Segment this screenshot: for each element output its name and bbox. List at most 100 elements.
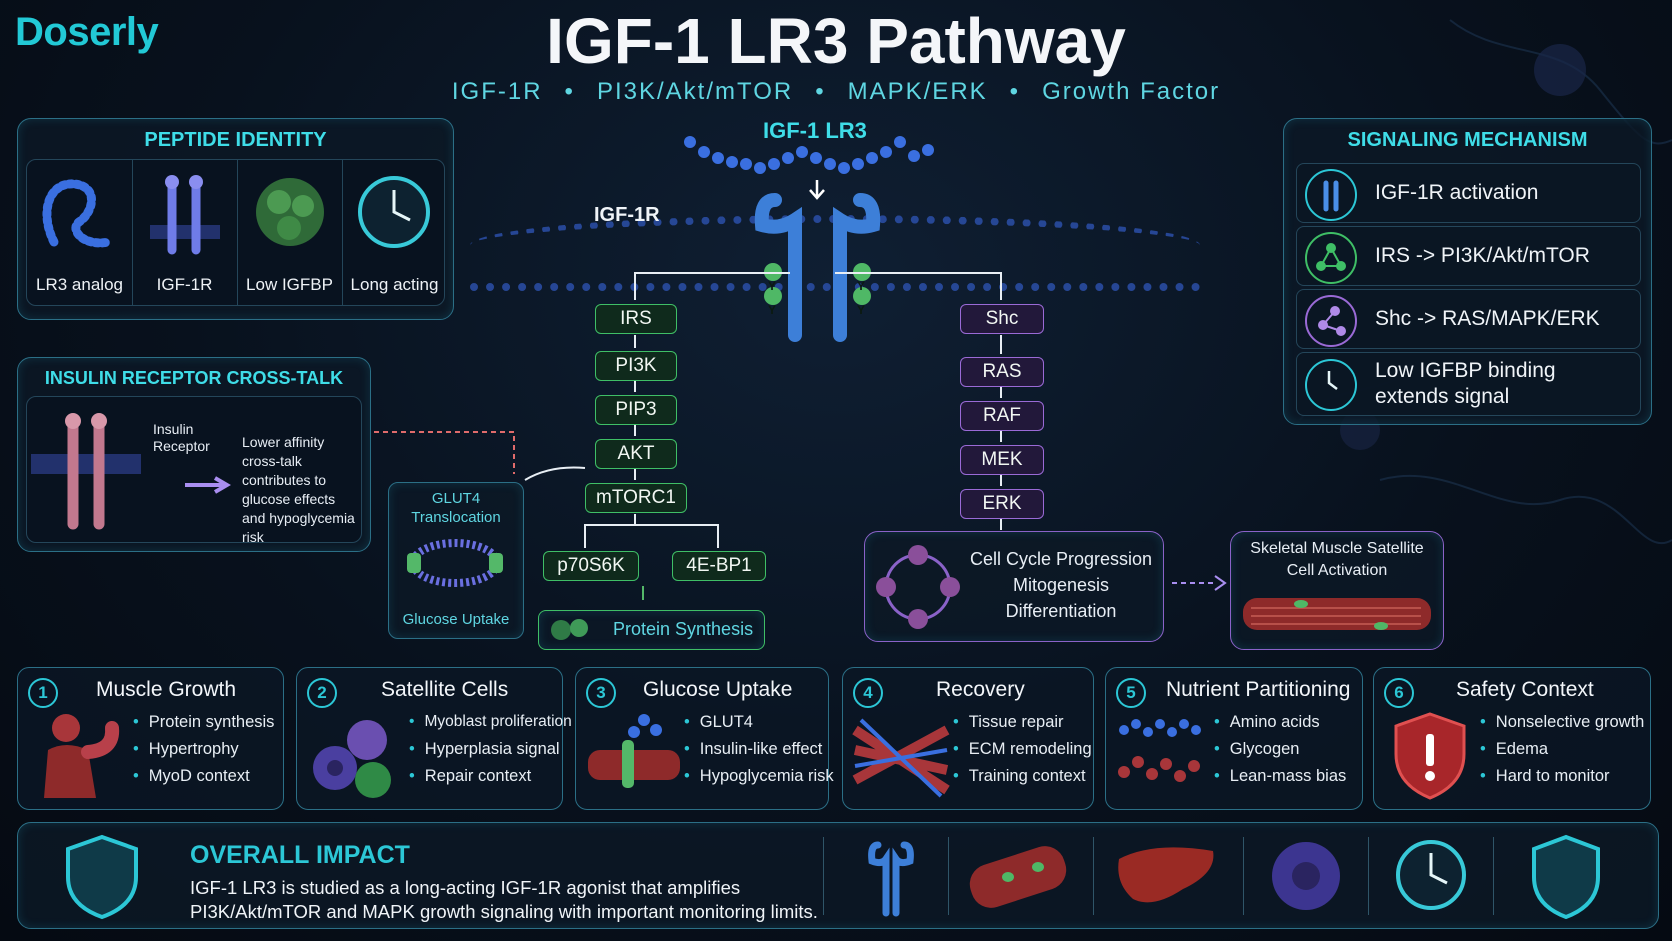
peptide-identity-grid: LR3 analog IGF-1R Low IGFBP Long actin <box>26 159 445 306</box>
network-green-icon <box>1305 232 1357 284</box>
card-list-item: Myoblast proliferation <box>409 713 571 740</box>
subtitle-item: IGF-1R <box>451 78 543 105</box>
card-list-item: Hard to monitor <box>1480 767 1644 794</box>
node-raf: RAF <box>960 401 1044 431</box>
identity-item-low-igfbp: Low IGFBP <box>237 160 343 305</box>
peptide-identity-panel: PEPTIDE IDENTITY LR3 analog IGF-1R Low I… <box>17 118 454 320</box>
effect-card-nutrient-partitioning: 5 Nutrient Partitioning Amino acids Glyc… <box>1105 667 1363 810</box>
card-list-item: ECM remodeling <box>953 740 1092 767</box>
receptor-icon <box>150 175 220 255</box>
cell-cycle-list: Cell Cycle Progression Mitogenesis Diffe… <box>965 546 1157 624</box>
subtitle-item: MAPK/ERK <box>847 78 988 105</box>
identity-label: Long acting <box>350 275 439 294</box>
divider <box>1243 837 1244 915</box>
cell-cycle-box: Cell Cycle Progression Mitogenesis Diffe… <box>864 531 1164 642</box>
node-pi3k: PI3K <box>595 351 677 381</box>
panel-title: INSULIN RECEPTOR CROSS-TALK <box>44 368 344 388</box>
signaling-item: Shc -> RAS/MAPK/ERK <box>1296 289 1641 349</box>
card-list-item: Training context <box>953 767 1092 794</box>
clock-icon <box>1396 840 1466 910</box>
effect-card-satellite-cells: 2 Satellite Cells Myoblast proliferation… <box>296 667 572 810</box>
node-ras: RAS <box>960 357 1044 387</box>
insulin-crosstalk-body: Insulin Receptor Lower affinity cross-ta… <box>26 396 362 545</box>
card-number: 6 <box>1384 678 1414 708</box>
shield-icon <box>1532 834 1600 919</box>
protein-synthesis-label: Protein Synthesis <box>613 619 754 639</box>
card-number: 2 <box>307 678 337 708</box>
card-list: Tissue repair ECM remodeling Training co… <box>953 713 1092 794</box>
glut4-panel: GLUT4 Translocation Glucose Uptake <box>388 482 524 639</box>
muscle-fiber-icon <box>1243 598 1431 630</box>
protein-blob-icon <box>256 178 324 246</box>
card-number: 4 <box>853 678 883 708</box>
identity-label: LR3 analog <box>36 275 123 294</box>
card-number: 3 <box>586 678 616 708</box>
insulin-receptor-icon <box>31 413 141 530</box>
phospho-y: Y <box>768 303 777 317</box>
node-p70s6k: p70S6K <box>543 551 639 581</box>
card-list-item: Hypertrophy <box>133 740 274 767</box>
node-mek: MEK <box>960 445 1044 475</box>
cell-cycle-item: Differentiation <box>1005 601 1117 621</box>
panel-title: SIGNALING MECHANISM <box>1347 129 1588 151</box>
phospho-y: Y <box>857 279 866 293</box>
card-list-item: Lean-mass bias <box>1214 767 1346 794</box>
protein-synthesis-box: Protein Synthesis <box>538 610 765 650</box>
impact-title: OVERALL IMPACT <box>190 841 410 869</box>
glut4-transporter-icon <box>407 539 503 587</box>
node-irs: IRS <box>595 304 677 334</box>
effect-card-safety-context: 6 Safety Context Nonselective growth Ede… <box>1373 667 1651 810</box>
signaling-label: Shc -> RAS/MAPK/ERK <box>1375 307 1600 330</box>
signaling-item: Low IGFBP binding extends signal <box>1296 352 1641 416</box>
identity-item-lr3-analog: LR3 analog <box>27 160 133 305</box>
divider <box>823 837 824 915</box>
identity-label: IGF-1R <box>156 275 213 294</box>
crosstalk-description: Lower affinity cross-talk contributes to… <box>242 434 355 545</box>
igf1-lr3-receptor-illustration <box>684 136 934 342</box>
igf1r-dimer <box>754 193 881 342</box>
identity-label: Low IGFBP <box>246 275 333 294</box>
cell-cycle-item: Cell Cycle Progression <box>969 549 1153 569</box>
signaling-item: IGF-1R activation <box>1296 163 1641 223</box>
divider <box>1368 837 1369 915</box>
molecules-icon <box>1118 719 1201 782</box>
ligand-label: IGF-1 LR3 <box>763 118 867 143</box>
signaling-label: Low IGFBP binding extends signal <box>1375 359 1556 408</box>
card-list: GLUT4 Insulin-like effect Hypoglycemia r… <box>684 713 834 794</box>
skeletal-muscle-box: Skeletal Muscle Satellite Cell Activatio… <box>1230 531 1444 650</box>
node-erk: ERK <box>960 489 1044 519</box>
card-title: Glucose Uptake <box>643 678 793 701</box>
clock-icon <box>1305 359 1357 411</box>
liver-icon <box>1118 847 1214 903</box>
signaling-mechanism-panel: SIGNALING MECHANISM IGF-1R activation IR… <box>1283 118 1652 425</box>
glut4-caption: Glucose Uptake <box>402 611 510 628</box>
muscle-figure-icon <box>44 714 120 798</box>
card-list-item: Edema <box>1480 740 1644 767</box>
card-list: Protein synthesis Hypertrophy MyoD conte… <box>133 713 275 794</box>
card-list-item: Protein synthesis <box>133 713 275 740</box>
signaling-item: IRS -> PI3K/Akt/mTOR <box>1296 226 1641 286</box>
ribosome-icon <box>551 619 588 640</box>
identity-item-long-acting: Long acting <box>342 160 447 305</box>
phospho-y: Y <box>768 279 777 293</box>
card-list: Amino acids Glycogen Lean-mass bias <box>1214 713 1346 794</box>
node-mtorc1: mTORC1 <box>585 483 687 513</box>
igf1-lr3-peptide <box>684 136 934 174</box>
receptor-label: IGF-1R <box>594 204 660 226</box>
divider <box>1093 837 1094 915</box>
card-list-item: MyoD context <box>133 767 274 794</box>
card-list-item: Insulin-like effect <box>684 740 834 767</box>
page-subtitle: IGF-1R•PI3K/Akt/mTOR•MAPK/ERK•Growth Fac… <box>451 78 1221 105</box>
card-list-item: Repair context <box>409 767 572 794</box>
card-list: Myoblast proliferation Hyperplasia signa… <box>409 713 572 794</box>
card-list-item: Hypoglycemia risk <box>684 767 834 794</box>
cell-cycle-icon <box>876 545 960 629</box>
cell-cycle-item: Mitogenesis <box>1012 575 1110 595</box>
divider <box>1493 837 1494 915</box>
overall-impact-panel: OVERALL IMPACT IGF-1 LR3 is studied as a… <box>17 822 1659 929</box>
card-list-item: Amino acids <box>1214 713 1346 740</box>
insulin-receptor-label: Insulin Receptor <box>153 421 210 454</box>
glut4-title: GLUT4 Translocation <box>411 490 501 526</box>
card-number: 1 <box>28 678 58 708</box>
